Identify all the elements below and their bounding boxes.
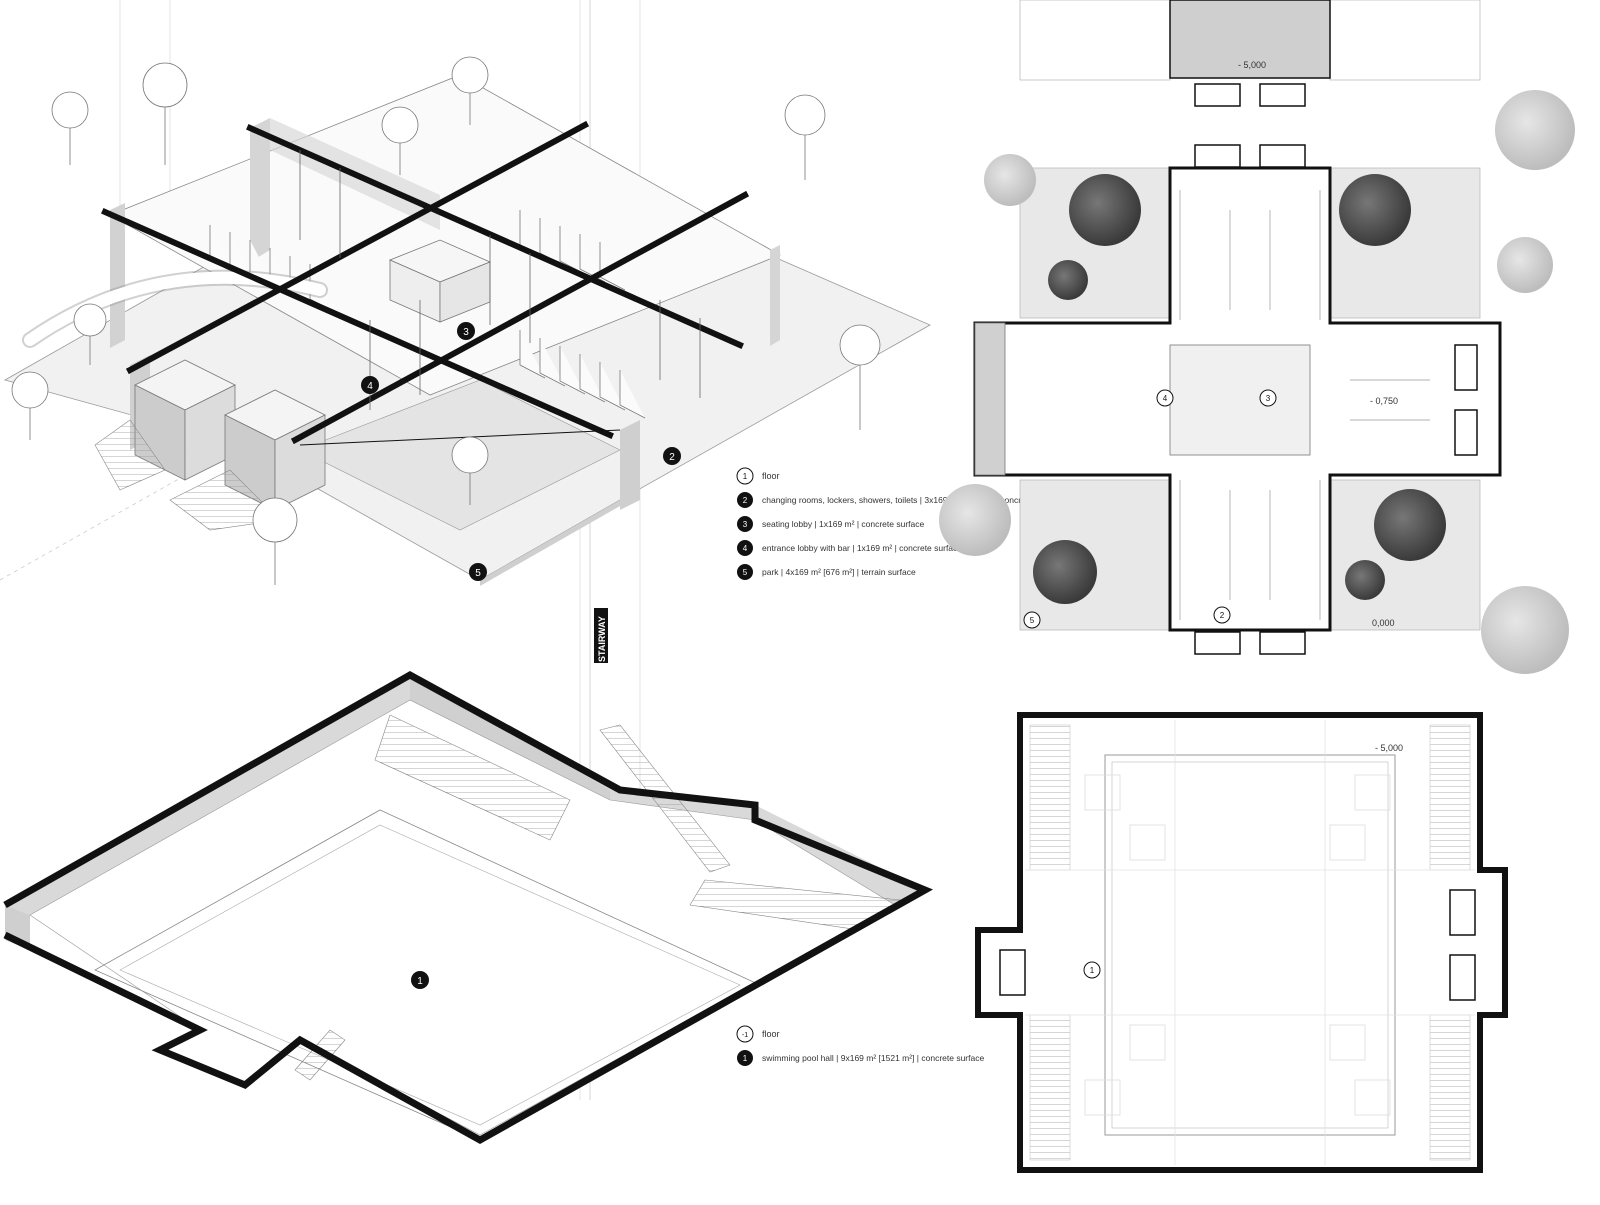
- legend-basement-floor-symbol: -1: [742, 1032, 748, 1039]
- plan-marker-4: 4: [1156, 389, 1174, 407]
- legend-item-1-text: swimming pool hall | 9x169 m² [1521 m²] …: [762, 1053, 984, 1063]
- legend-basement-floor-label: floor: [762, 1029, 780, 1039]
- plan-marker-5: 5: [1023, 611, 1041, 629]
- plan-marker-2-label: 2: [1220, 611, 1225, 620]
- legend-basement: -1 floor 1 swimming pool hall | 9x169 m²…: [736, 1025, 984, 1066]
- axo-marker-2-label: 2: [669, 452, 675, 463]
- tree-icon: [1495, 90, 1575, 170]
- legend-item-1-num: 1: [743, 1054, 748, 1063]
- axo-marker-3-label: 3: [463, 327, 469, 338]
- plan-basement-marker-1-label: 1: [1090, 966, 1095, 975]
- tree-icon: [1048, 260, 1088, 300]
- plan-ground-floor: - 5,000: [939, 0, 1575, 674]
- legend-item-2: 2 changing rooms, lockers, showers, toil…: [737, 492, 1063, 508]
- legend-item-4-text: entrance lobby with bar | 1x169 m² | con…: [762, 543, 962, 553]
- legend-item-1: 1 swimming pool hall | 9x169 m² [1521 m²…: [737, 1050, 984, 1066]
- stairway-label: STAIRWAY: [597, 616, 607, 662]
- tree-icon: [1033, 540, 1097, 604]
- legend-item-3-num: 3: [743, 520, 748, 529]
- plan-basement-level: - 5,000: [1375, 743, 1403, 753]
- legend-ground-floor: 1 floor 2 changing rooms, lockers, showe…: [736, 467, 1063, 580]
- legend-item-4-num: 4: [743, 544, 748, 553]
- legend-item-5-num: 5: [743, 568, 748, 577]
- tree-icon: [1374, 489, 1446, 561]
- plan-basement-marker-1: 1: [1083, 961, 1101, 979]
- tree-icon: [1345, 560, 1385, 600]
- axonometric-ground-floor: 2 3 4 5: [0, 0, 931, 1100]
- legend-item-2-num: 2: [743, 496, 748, 505]
- plan-marker-3-label: 3: [1266, 394, 1271, 403]
- legend-item-5: 5 park | 4x169 m² [676 m²] | terrain sur…: [737, 564, 916, 580]
- legend-item-2-text: changing rooms, lockers, showers, toilet…: [762, 495, 1063, 505]
- tree-icon: [1481, 586, 1569, 674]
- tree-icon: [1069, 174, 1141, 246]
- axo-marker-1-label: 1: [417, 976, 423, 987]
- tree-icon: [984, 154, 1036, 206]
- plan-level-right: - 0,750: [1370, 396, 1398, 406]
- axo-marker-4: 4: [361, 376, 379, 394]
- axo-marker-5-label: 5: [475, 568, 481, 579]
- axo-marker-5: 5: [469, 563, 487, 581]
- plan-level-top: - 5,000: [1238, 60, 1266, 70]
- stairway-label-box: STAIRWAY: [594, 608, 608, 663]
- plan-marker-4-label: 4: [1163, 394, 1168, 403]
- tree-icon: [1339, 174, 1411, 246]
- plan-basement: - 5,000 1: [975, 712, 1508, 1173]
- legend-floor-label: floor: [762, 471, 780, 481]
- legend-item-3: 3 seating lobby | 1x169 m² | concrete su…: [737, 516, 924, 532]
- plan-marker-2: 2: [1213, 606, 1231, 624]
- tree-icon: [1497, 237, 1553, 293]
- plan-marker-3: 3: [1259, 389, 1277, 407]
- axo-marker-4-label: 4: [367, 381, 373, 392]
- axo-marker-1: 1: [411, 971, 429, 989]
- legend-item-3-text: seating lobby | 1x169 m² | concrete surf…: [762, 519, 924, 529]
- axonometric-basement: 1: [3, 670, 934, 1145]
- legend-item-4: 4 entrance lobby with bar | 1x169 m² | c…: [737, 540, 962, 556]
- axo-marker-3: 3: [457, 322, 475, 340]
- plan-level-ground: 0,000: [1372, 618, 1395, 628]
- plan-marker-5-label: 5: [1030, 616, 1035, 625]
- tree-icon: [939, 484, 1011, 556]
- legend-item-5-text: park | 4x169 m² [676 m²] | terrain surfa…: [762, 567, 916, 577]
- axo-marker-2: 2: [663, 447, 681, 465]
- legend-floor-symbol: 1: [743, 472, 748, 481]
